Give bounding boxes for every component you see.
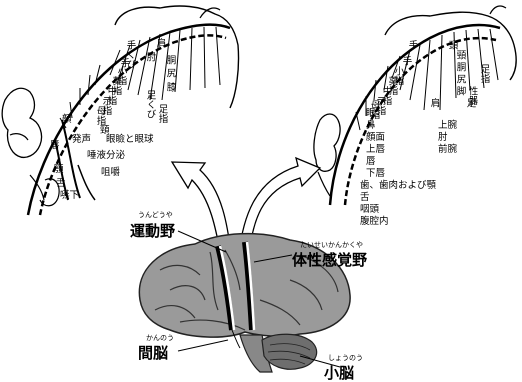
motor-label-toes: 足指 bbox=[157, 104, 169, 124]
sensory-label-lower-lip: 下唇 bbox=[366, 168, 386, 179]
sensory-homunculus-icon bbox=[314, 6, 516, 205]
sensory-label-hand: 手 bbox=[401, 55, 413, 66]
sensory-label-upper-arm: 上腕 bbox=[438, 119, 458, 131]
sensory-label-nose: 鼻 bbox=[366, 119, 376, 131]
sensory-label-hip: 尻 bbox=[455, 74, 467, 84]
motor-label-thumb: 母指 bbox=[95, 106, 107, 126]
motor-label-swallowing: 嚥下 bbox=[60, 189, 79, 201]
motor-label-knee: 膝 bbox=[165, 81, 177, 92]
sensory-label-toes: 足指 bbox=[479, 64, 491, 84]
sensory-label-elbow: 肘 bbox=[438, 131, 448, 143]
motor-label-vocalization: 発声 bbox=[72, 133, 91, 145]
sensory-label-leg: 脚 bbox=[455, 86, 467, 96]
sensory-label-teeth-gums-jaw: 歯、歯肉および顎 bbox=[360, 179, 437, 191]
motor-label-hip: 尻 bbox=[165, 68, 177, 78]
sensory-area-label: 体性感覚野 bbox=[292, 251, 367, 269]
sensory-area-ruby: たいせいかんかくや bbox=[300, 241, 363, 249]
sensory-label-genitals: 性器 bbox=[467, 85, 479, 105]
cerebellum-ruby: しょうのう bbox=[328, 354, 363, 362]
motor-label-shoulder: 肩 bbox=[155, 37, 167, 48]
diencephalon-ruby: かんのう bbox=[146, 334, 174, 342]
sensory-label-shoulder: 肩 bbox=[429, 97, 441, 108]
sensory-label-intra-abdominal: 腹腔内 bbox=[360, 215, 389, 227]
motor-label-salivation: 唾液分泌 bbox=[87, 149, 126, 161]
motor-label-lips: 唇 bbox=[50, 140, 60, 151]
cerebellum-label: 小脳 bbox=[324, 364, 354, 382]
motor-area-ruby: うんどうや bbox=[138, 211, 173, 219]
sensory-label-eye: 眼 bbox=[366, 108, 376, 119]
sensory-label-upper-lip: 上唇 bbox=[366, 144, 386, 155]
sensory-label-forearm: 前腕 bbox=[438, 143, 458, 155]
sensory-label-trunk: 胴 bbox=[455, 62, 467, 72]
motor-label-tongue: 舌 bbox=[56, 178, 66, 189]
motor-label-face: 顔 bbox=[62, 113, 72, 125]
motor-label-mastication: 咀嚼 bbox=[101, 167, 121, 178]
sensory-label-pharynx: 咽頭 bbox=[360, 204, 380, 215]
sensory-vertical-labels: 手 小指 薬指 中指 示指 手 頭 頸 胴 尻 脚 足 足指 性器 肩 上腕 肘… bbox=[375, 39, 491, 155]
sensory-label-head: 頭 bbox=[447, 40, 459, 50]
motor-label-trunk: 胴 bbox=[165, 55, 177, 65]
diencephalon-label: 間脳 bbox=[138, 344, 168, 362]
motor-label-elbow: 肘 bbox=[145, 51, 157, 61]
sensory-label-lips: 唇 bbox=[366, 156, 376, 167]
motor-label-jaw: 顎 bbox=[54, 164, 64, 175]
motor-label-eyelid-eyeball: 眼瞼と眼球 bbox=[106, 133, 154, 145]
sensory-label-tongue: 舌 bbox=[360, 192, 370, 203]
motor-area-label: 運動野 bbox=[130, 222, 175, 240]
motor-vertical-labels: 手くび 手 小指 薬指 中指 示指 母指 肘 肩 胴 尻 膝 足くび 足指 bbox=[95, 37, 177, 126]
sensory-label-neck: 頸 bbox=[455, 50, 467, 60]
motor-label-ankle: 足くび bbox=[145, 90, 157, 119]
sensory-label-wrist-hand: 手 bbox=[407, 39, 419, 50]
sensory-horizontal-labels: 母指 眼 鼻 顔面 上唇 唇 下唇 歯、歯肉および顎 舌 咽頭 腹腔内 bbox=[360, 100, 437, 227]
sensory-label-face: 顔面 bbox=[366, 131, 385, 143]
